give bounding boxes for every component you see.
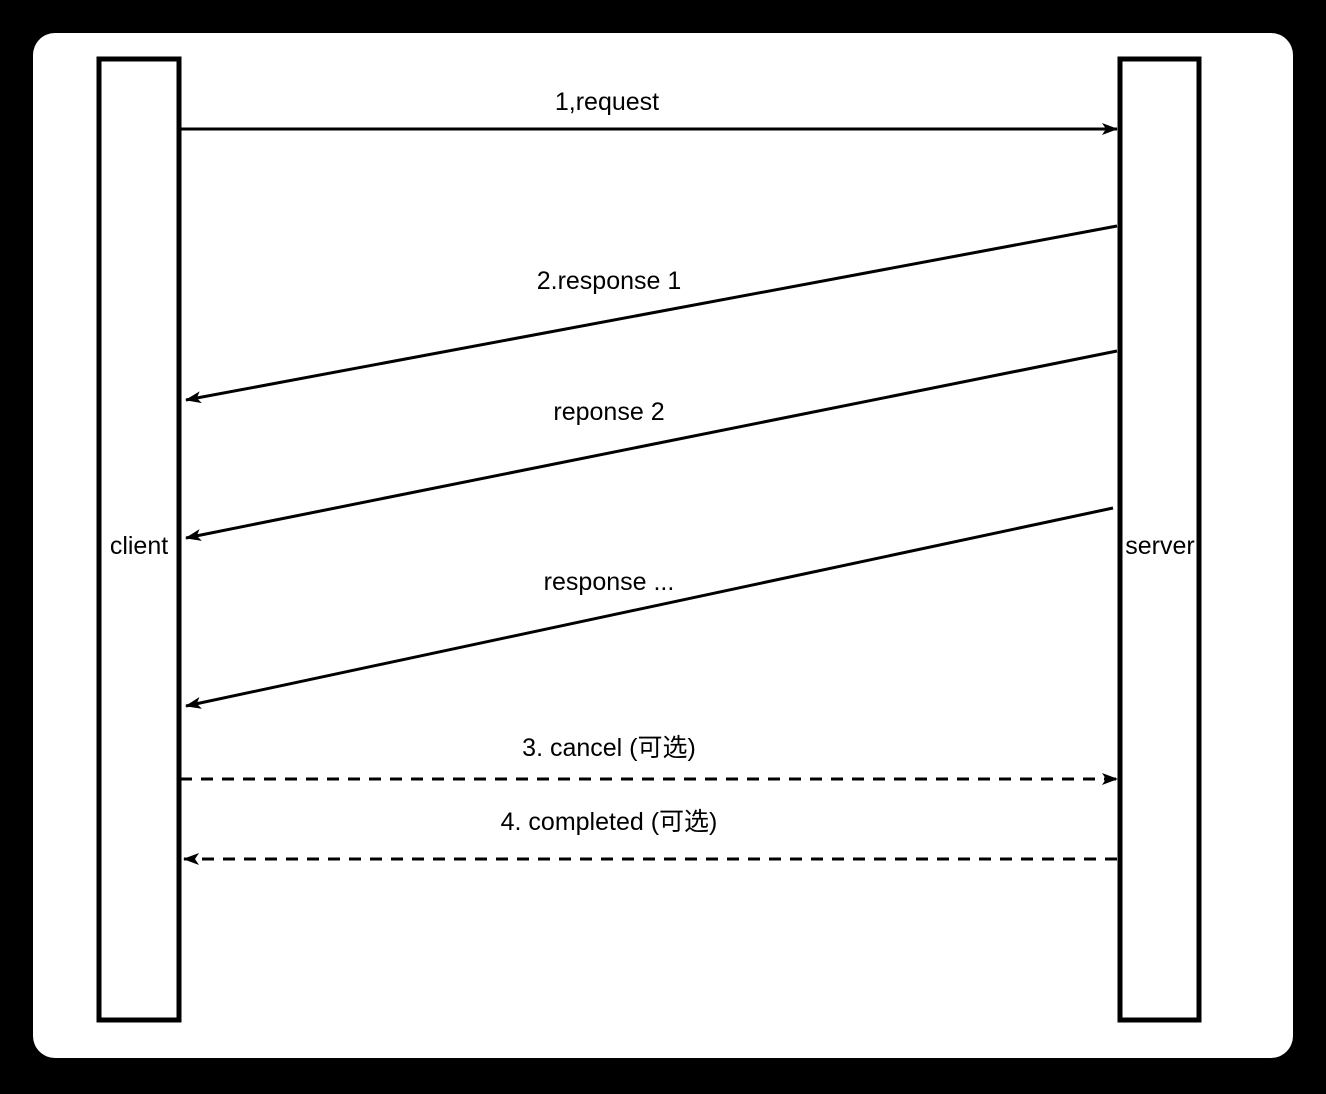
message-label-1-request: 1,request xyxy=(554,88,660,116)
message-arrow-2-response-1 xyxy=(185,224,1118,404)
diagram-canvas xyxy=(33,33,1293,1058)
lifeline-box-client xyxy=(96,56,182,1023)
message-label-3-reponse-2: reponse 2 xyxy=(553,398,665,426)
lifeline-label-server: server xyxy=(1125,532,1195,560)
message-label-6-completed: 4. completed (可选) xyxy=(500,808,718,836)
message-label-4-response-more: response ... xyxy=(543,568,675,596)
message-label-2-response-1: 2.response 1 xyxy=(536,267,682,295)
message-arrow-4-response-more xyxy=(185,506,1114,709)
lifeline-label-client: client xyxy=(109,532,169,560)
message-arrow-3-reponse-2 xyxy=(185,349,1118,541)
message-label-5-cancel: 3. cancel (可选) xyxy=(522,734,696,762)
lifeline-box-server xyxy=(1117,56,1202,1023)
